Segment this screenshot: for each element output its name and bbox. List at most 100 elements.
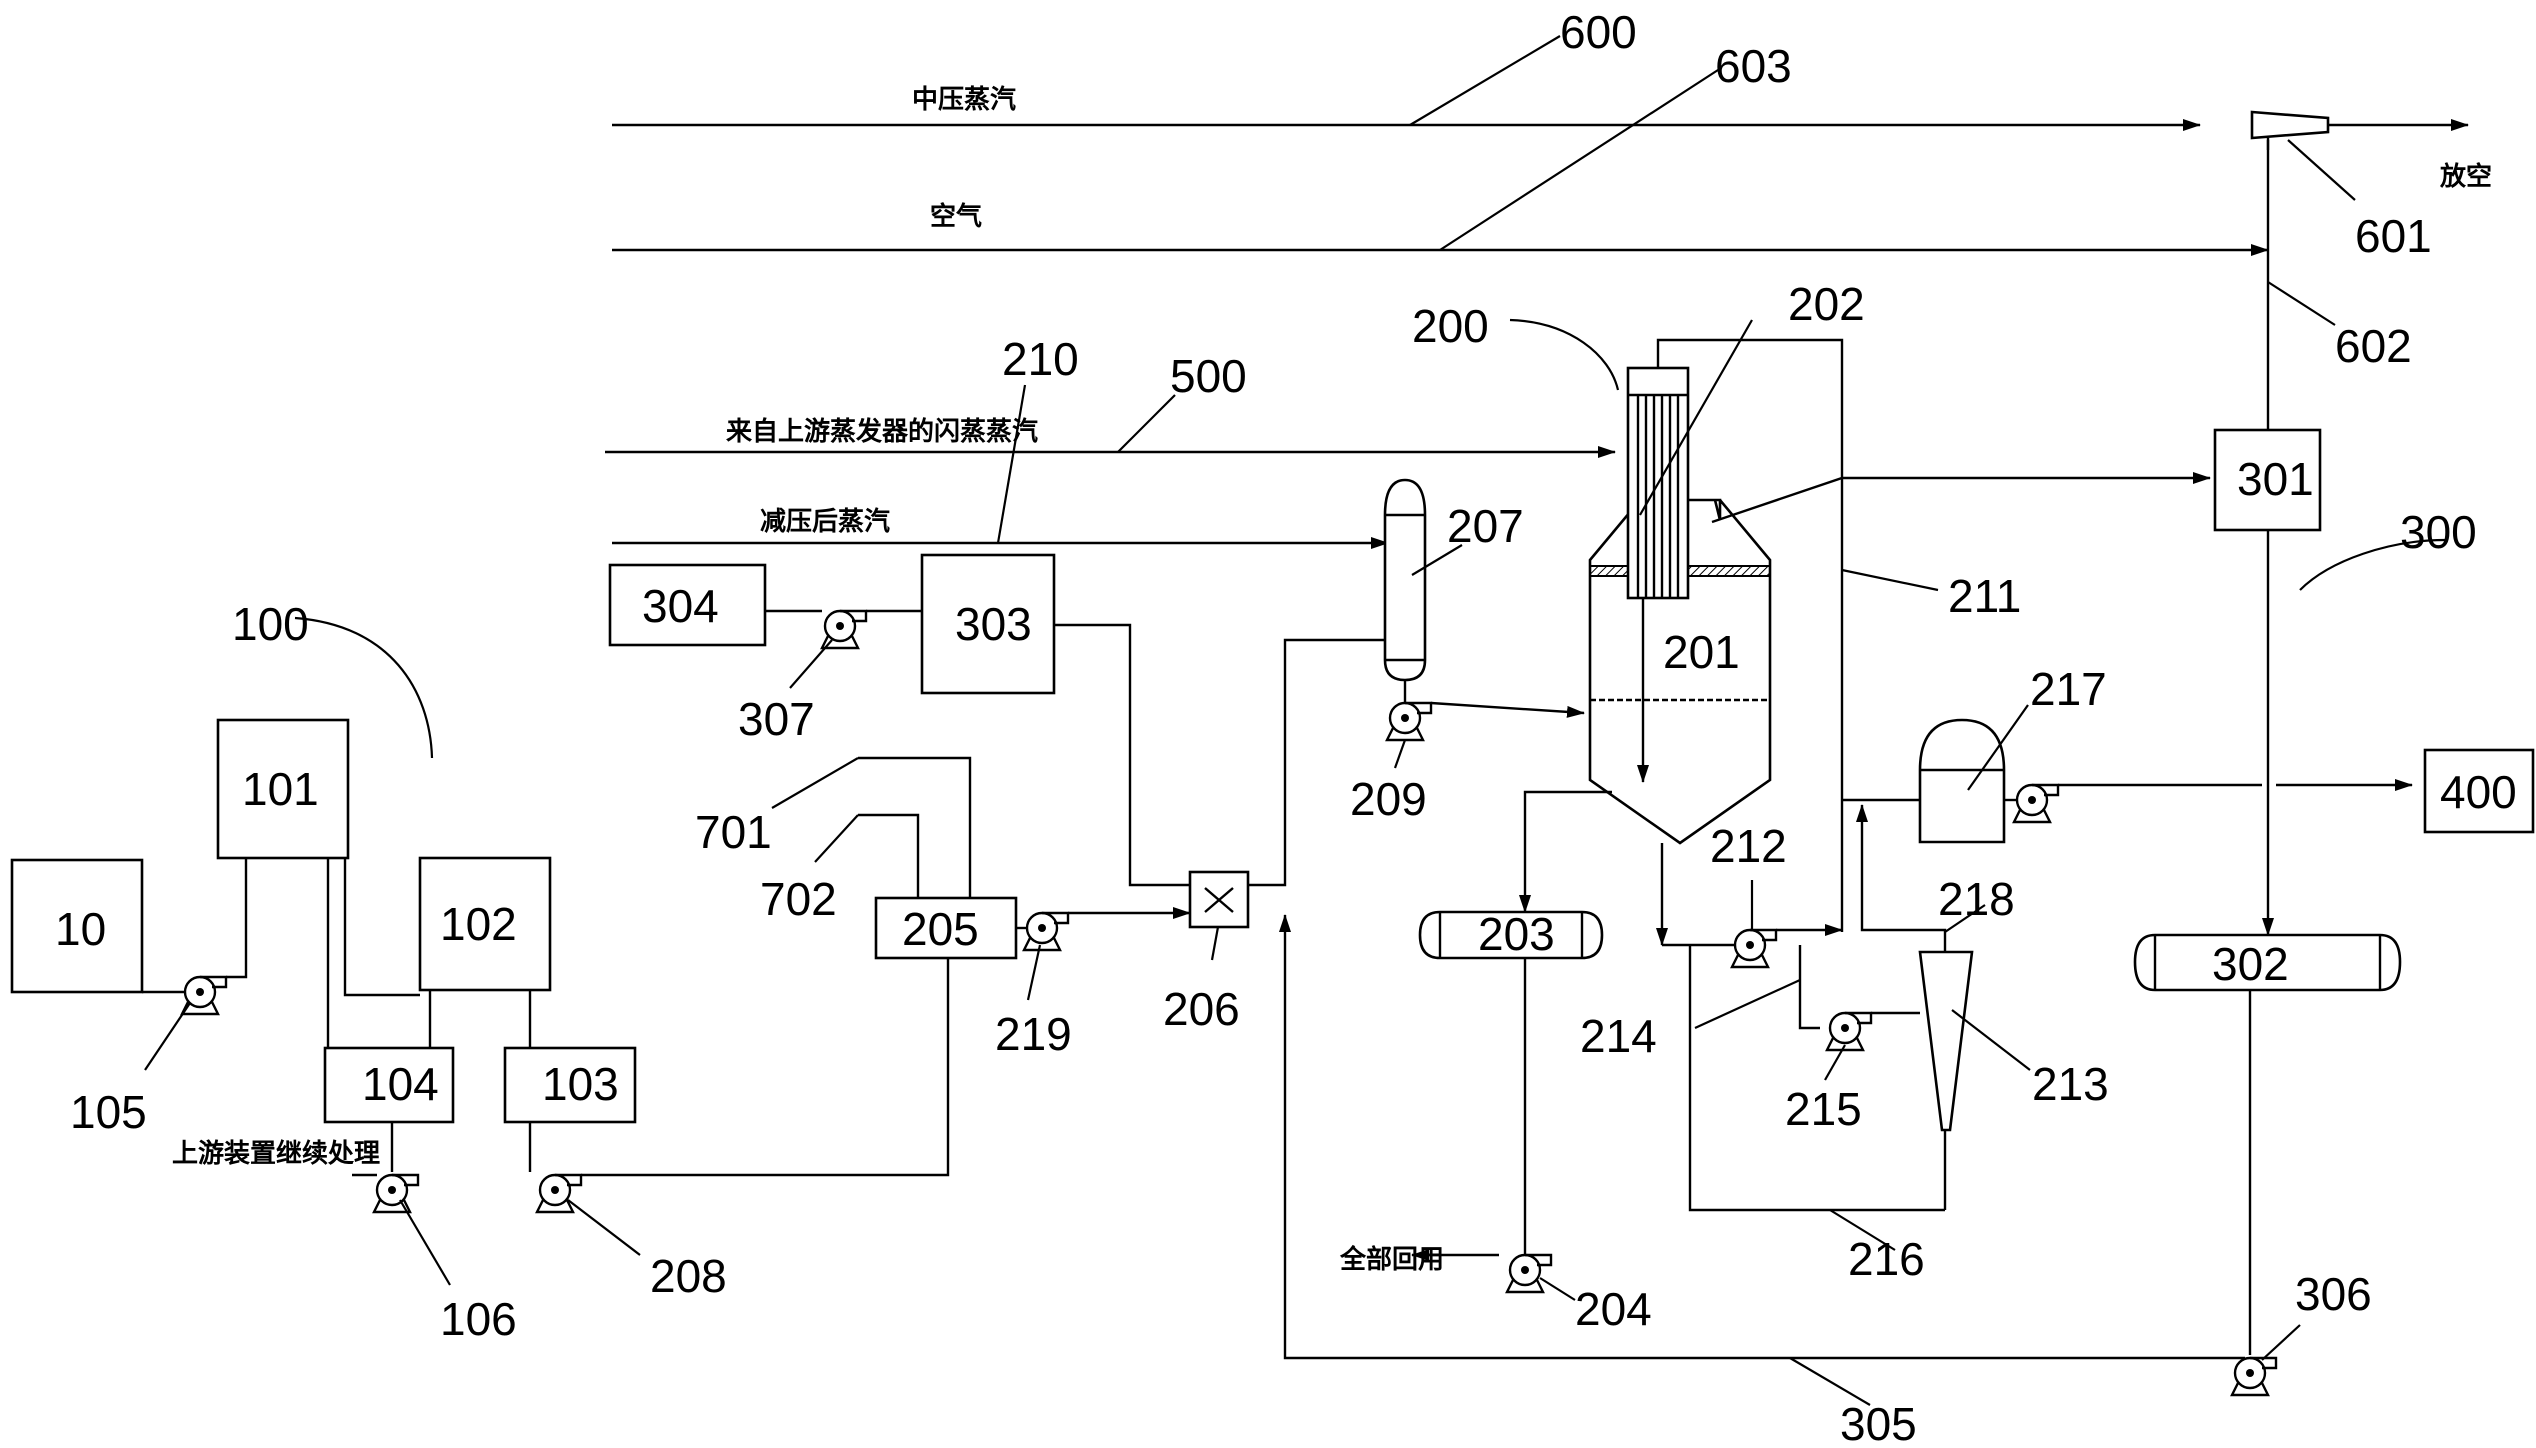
- leader-206: [1210, 926, 1220, 961]
- pump-209: [1385, 701, 1433, 742]
- unit-104: [323, 1046, 455, 1124]
- leader-216: [1829, 1209, 1896, 1251]
- leader-208: [567, 1199, 641, 1256]
- unit-302-label: 302: [2212, 938, 2289, 990]
- leader-603: [1439, 69, 1719, 251]
- unit-103: [503, 1046, 637, 1124]
- line-211: [1656, 338, 1844, 932]
- unit-103-label: 103: [542, 1058, 619, 1110]
- unit-206-label: 206: [1163, 983, 1240, 1035]
- leader-300: [2299, 538, 2446, 591]
- pump-219: [1022, 911, 1070, 952]
- unit-209-label: 209: [1350, 773, 1427, 825]
- leader-215: [1824, 1044, 1846, 1081]
- leader-210: [996, 384, 1027, 544]
- leader-200: [1509, 318, 1620, 391]
- reduced-steam-line-210: 减压后蒸汽: [612, 507, 1389, 549]
- leader-105: [144, 1002, 191, 1071]
- unit-301: [2213, 428, 2322, 532]
- unit-300-label: 300: [2400, 506, 2477, 558]
- unit-304-label: 304: [642, 580, 719, 632]
- leader-307: [789, 639, 833, 689]
- line-701: [858, 756, 972, 898]
- unit-207-label: 207: [1447, 500, 1524, 552]
- air-label: 空气: [930, 201, 982, 232]
- line-201-203: [1519, 790, 1612, 913]
- unit-211-label: 211: [1948, 570, 2021, 622]
- unit-104-label: 104: [362, 1058, 439, 1110]
- recycle-label: 全部回用: [1339, 1244, 1444, 1275]
- unit-303-label: 303: [955, 598, 1032, 650]
- mixer-206: [1188, 870, 1250, 929]
- unit-100-label: 100: [232, 598, 309, 650]
- unit-210-label: 210: [1002, 333, 1079, 385]
- upstream-label: 上游装置继续处理: [172, 1138, 380, 1169]
- unit-214-label: 214: [1580, 1010, 1657, 1062]
- unit-400: [2423, 748, 2535, 834]
- leader-211: [1841, 568, 1939, 592]
- leader-702: [814, 814, 859, 863]
- unit-603-label: 603: [1715, 40, 1792, 92]
- line-206-207: [1248, 638, 1385, 887]
- leader-202: [1639, 319, 1753, 516]
- unit-10: [10, 858, 144, 994]
- unit-102: [418, 856, 552, 992]
- reduced-steam-label: 减压后蒸汽: [760, 507, 890, 537]
- pump-217: [2012, 783, 2060, 824]
- leader-207: [1411, 544, 1463, 576]
- flash-steam-line-500: 来自上游蒸发器的闪蒸蒸汽: [605, 416, 1616, 458]
- unit-205: [874, 896, 1018, 960]
- unit-500-label: 500: [1170, 350, 1247, 402]
- cyclone-213: [1918, 950, 1974, 1132]
- leader-306: [2261, 1324, 2301, 1361]
- leader-209: [1393, 739, 1407, 769]
- unit-106-label: 106: [440, 1293, 517, 1345]
- unit-213-label: 213: [2032, 1058, 2109, 1110]
- unit-701-label: 701: [695, 806, 772, 858]
- unit-204-label: 204: [1575, 1283, 1652, 1335]
- leader-500: [1117, 394, 1176, 453]
- unit-205-label: 205: [902, 903, 979, 955]
- line-209-201: [1430, 701, 1585, 718]
- pump-204: [1505, 1253, 1553, 1294]
- unit-217-label: 217: [2030, 663, 2107, 715]
- line-208-205: [581, 958, 950, 1177]
- mp-steam-line: 中压蒸汽: [612, 85, 2201, 131]
- unit-218-label: 218: [1938, 873, 2015, 925]
- leader-214: [1694, 978, 1801, 1030]
- unit-10-label: 10: [55, 903, 106, 955]
- vessel-302: [2133, 933, 2402, 992]
- leader-701: [771, 757, 859, 809]
- line-303-206: [1054, 623, 1190, 887]
- unit-602-label: 602: [2335, 320, 2412, 372]
- steam-ejector-601: 放空: [2250, 110, 2492, 192]
- unit-212-label: 212: [1710, 820, 1787, 872]
- leader-602: [2267, 281, 2336, 326]
- unit-600-label: 600: [1560, 6, 1637, 58]
- unit-306-label: 306: [2295, 1268, 2372, 1320]
- leader-600: [1409, 35, 1561, 126]
- unit-216-label: 216: [1848, 1233, 1925, 1285]
- leader-219: [1026, 944, 1042, 1001]
- pump-215: [1825, 1011, 1873, 1052]
- vent-label: 放空: [2439, 161, 2492, 192]
- vessel-217: [1918, 718, 2006, 844]
- pump-212: [1730, 928, 1778, 969]
- line-216-left: [1688, 945, 1945, 1212]
- unit-101: [216, 718, 350, 860]
- unit-208-label: 208: [650, 1250, 727, 1302]
- unit-307-label: 307: [738, 693, 815, 745]
- pump-306: [2230, 1356, 2278, 1397]
- unit-301-label: 301: [2237, 453, 2314, 505]
- leader-217: [1967, 704, 2029, 791]
- pump-106: [372, 1173, 420, 1214]
- mp-steam-label: 中压蒸汽: [912, 85, 1016, 115]
- line-201-301: [1711, 472, 2211, 524]
- flash-steam-label: 来自上游蒸发器的闪蒸蒸汽: [726, 416, 1038, 447]
- unit-601-label: 601: [2355, 210, 2432, 262]
- leader-213: [1951, 1009, 2031, 1071]
- unit-702-label: 702: [760, 873, 837, 925]
- unit-200-label: 200: [1412, 300, 1489, 352]
- line-218: [1856, 804, 1947, 952]
